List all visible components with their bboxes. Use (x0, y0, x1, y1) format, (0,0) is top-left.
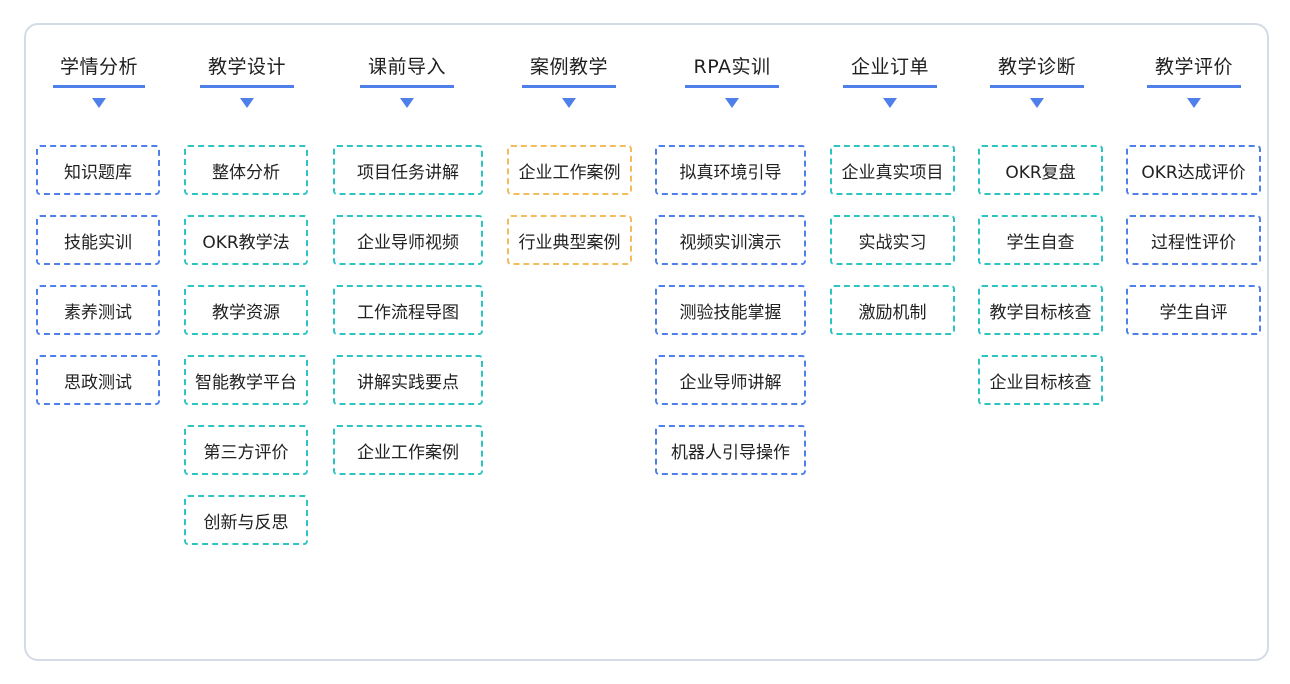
column-5-item: 企业导师讲解 (655, 355, 806, 405)
column-2-item: 教学资源 (184, 285, 308, 335)
column-4-item: 企业工作案例 (507, 145, 632, 195)
arrow-down-icon (725, 98, 739, 108)
column-5-item: 测验技能掌握 (655, 285, 806, 335)
column-2-item: OKR教学法 (184, 215, 308, 265)
arrow-down-icon (1030, 98, 1044, 108)
column-header-1: 学情分析 (53, 52, 145, 88)
column-1-item: 素养测试 (36, 285, 160, 335)
column-6-item: 实战实习 (830, 215, 955, 265)
column-1-item: 知识题库 (36, 145, 160, 195)
column-7-item: OKR复盘 (978, 145, 1103, 195)
arrow-down-icon (400, 98, 414, 108)
column-3-item: 企业导师视频 (333, 215, 483, 265)
column-3-item: 企业工作案例 (333, 425, 483, 475)
column-header-6: 企业订单 (843, 52, 937, 88)
arrow-down-icon (562, 98, 576, 108)
column-6-item: 激励机制 (830, 285, 955, 335)
column-6-item: 企业真实项目 (830, 145, 955, 195)
column-header-8: 教学评价 (1147, 52, 1241, 88)
arrow-down-icon (883, 98, 897, 108)
column-2-item: 第三方评价 (184, 425, 308, 475)
diagram-frame (24, 23, 1269, 661)
column-7-item: 企业目标核查 (978, 355, 1103, 405)
column-header-2: 教学设计 (200, 52, 294, 88)
column-header-5: RPA实训 (685, 52, 779, 88)
column-7-item: 教学目标核查 (978, 285, 1103, 335)
column-header-3: 课前导入 (360, 52, 454, 88)
column-8-item: 学生自评 (1126, 285, 1261, 335)
column-1-item: 技能实训 (36, 215, 160, 265)
column-5-item: 机器人引导操作 (655, 425, 806, 475)
column-3-item: 工作流程导图 (333, 285, 483, 335)
column-1-item: 思政测试 (36, 355, 160, 405)
column-5-item: 视频实训演示 (655, 215, 806, 265)
column-2-item: 智能教学平台 (184, 355, 308, 405)
column-8-item: OKR达成评价 (1126, 145, 1261, 195)
column-2-item: 创新与反思 (184, 495, 308, 545)
column-3-item: 讲解实践要点 (333, 355, 483, 405)
arrow-down-icon (1187, 98, 1201, 108)
arrow-down-icon (240, 98, 254, 108)
column-3-item: 项目任务讲解 (333, 145, 483, 195)
column-4-item: 行业典型案例 (507, 215, 632, 265)
arrow-down-icon (92, 98, 106, 108)
column-7-item: 学生自查 (978, 215, 1103, 265)
column-5-item: 拟真环境引导 (655, 145, 806, 195)
column-header-4: 案例教学 (522, 52, 616, 88)
column-header-7: 教学诊断 (990, 52, 1084, 88)
column-2-item: 整体分析 (184, 145, 308, 195)
column-8-item: 过程性评价 (1126, 215, 1261, 265)
